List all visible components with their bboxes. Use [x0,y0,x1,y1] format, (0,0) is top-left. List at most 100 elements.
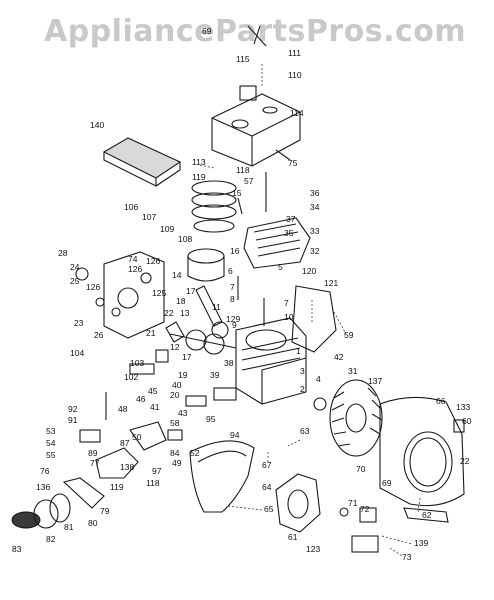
callout-118-low: 118 [146,478,160,488]
callout-66: 66 [436,396,446,406]
callout-64: 64 [262,482,272,492]
cylinder-head [243,217,311,269]
callout-23: 23 [74,318,84,328]
callout-120: 120 [302,266,316,276]
callout-55: 55 [46,450,56,460]
piston [187,248,225,282]
callout-7-top: 7 [230,282,235,292]
callout-50: 50 [132,432,142,442]
piston-rings [191,180,237,233]
callout-48: 48 [118,404,128,414]
muffler [211,85,301,167]
bottom-left-parts [11,493,71,529]
callout-40: 40 [172,380,182,390]
callout-13: 13 [180,308,190,318]
callout-17-top: 17 [186,286,196,296]
callout-129: 129 [226,314,240,324]
callout-28: 28 [58,248,68,258]
callout-108: 108 [178,234,192,244]
callout-59: 59 [344,330,354,340]
callout-2: 2 [300,384,305,394]
callout-111: 111 [288,48,301,58]
callout-77: 77 [90,458,100,468]
callout-79: 79 [100,506,110,516]
callout-87: 87 [120,438,130,448]
gasket-plate [275,473,321,533]
callout-6: 6 [228,266,233,276]
callout-123: 123 [306,544,320,554]
callout-126-mid: 126 [128,264,142,274]
callout-52: 52 [190,448,200,458]
callout-22: 22 [164,308,174,318]
callout-33: 33 [310,226,320,236]
callout-35: 35 [284,228,294,238]
callout-46: 46 [136,394,146,404]
callout-106: 106 [124,202,138,212]
leader-lines [199,64,421,557]
callout-104: 104 [70,348,84,358]
callout-92: 92 [68,404,78,414]
callout-73: 73 [402,552,412,562]
callout-32: 32 [310,246,320,256]
blower-housing [379,396,465,523]
callout-54: 54 [46,438,56,448]
shroud-bracket [291,285,337,353]
callout-7-right: 7 [284,298,289,308]
callout-41: 41 [150,402,160,412]
callout-95: 95 [206,414,216,424]
baffle [189,440,255,513]
callout-12: 12 [170,342,180,352]
callout-81: 81 [64,522,74,532]
callout-5: 5 [278,262,283,272]
callout-75: 75 [288,158,298,168]
callout-26: 26 [94,330,104,340]
callout-80: 80 [88,518,98,528]
callout-91: 91 [68,415,78,425]
callout-9: 9 [232,320,237,330]
callout-62: 62 [422,510,432,520]
callout-16: 16 [230,246,240,256]
callout-126-left: 126 [86,282,100,292]
callout-24: 24 [70,262,80,272]
callout-60: 60 [462,416,472,426]
callout-138: 138 [120,462,134,472]
callout-126-top: 126 [146,256,160,266]
callout-17-low: 17 [182,352,192,362]
callout-39: 39 [210,370,220,380]
callout-labels: 69 111 115 110 114 140 113 118 119 75 57… [12,26,472,562]
callout-121: 121 [324,278,338,288]
callout-65: 65 [264,504,274,514]
callout-49: 49 [172,458,182,468]
callout-94: 94 [230,430,240,440]
callout-61: 61 [288,532,298,542]
callout-114: 114 [290,108,304,118]
callout-14: 14 [172,270,182,280]
callout-20: 20 [170,390,180,400]
callout-38: 38 [224,358,234,368]
callout-109: 109 [160,224,174,234]
callout-89: 89 [88,448,98,458]
callout-15: 15 [232,188,242,198]
callout-45: 45 [148,386,158,396]
callout-36: 36 [310,188,320,198]
parts-drawing [11,25,465,553]
crankshaft [165,321,237,355]
callout-136: 136 [36,482,50,492]
callout-37: 37 [286,214,296,224]
callout-11: 11 [212,302,221,312]
callout-21: 21 [146,328,156,338]
callout-97: 97 [152,466,162,476]
callout-125: 125 [152,288,166,298]
callout-107: 107 [142,212,156,222]
callout-70: 70 [356,464,366,474]
callout-67: 67 [262,460,272,470]
callout-140: 140 [90,120,104,130]
callout-137: 137 [368,376,382,386]
callout-43: 43 [178,408,188,418]
callout-53: 53 [46,426,56,436]
callout-139: 139 [414,538,428,548]
flywheel [329,379,383,457]
callout-103: 103 [130,358,144,368]
callout-113: 113 [192,157,206,167]
